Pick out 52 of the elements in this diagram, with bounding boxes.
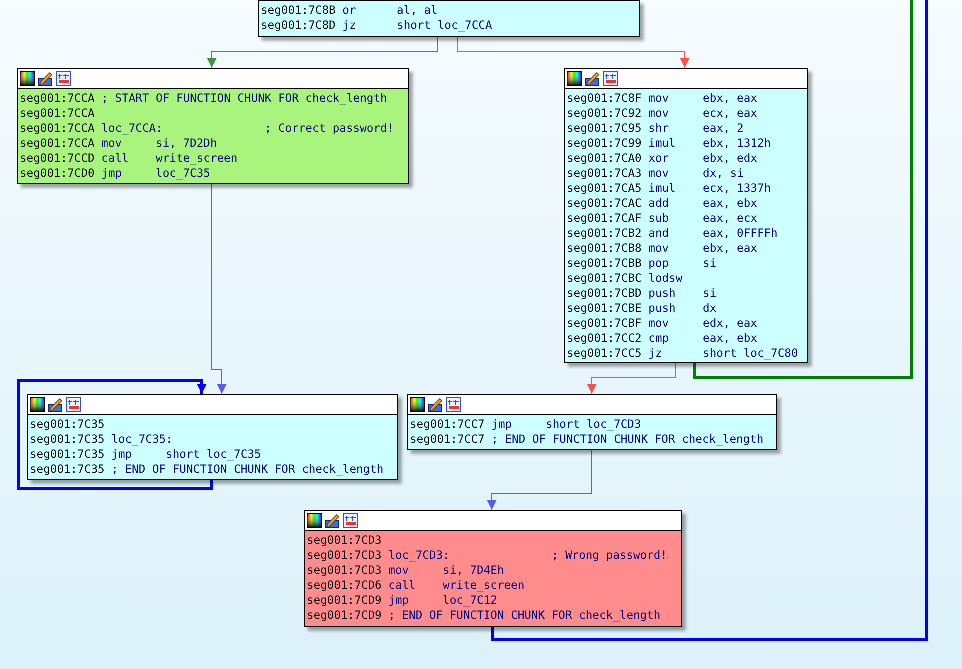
arrow [207,36,438,68]
code-line: seg001:7CA5 imul ecx, 1337h [567,181,772,196]
code-line: seg001:7CBD push si [567,286,717,301]
code-line: seg001:7C92 mov ecx, eax [567,106,758,121]
code-line: seg001:7CD9 ; END OF FUNCTION CHUNK FOR check_length [307,608,661,623]
code-line: seg001:7CA3 mov dx, si [567,166,744,181]
code-block [407,394,777,450]
code-line: seg001:7C35 jmp short loc_7C35 [30,447,262,462]
code-line: seg001:7CBC lodsw [567,271,683,286]
code-line: seg001:7CBE push dx [567,301,717,316]
arrow [587,362,676,394]
code-line: seg001:7CD3 mov si, 7D4Eh [307,563,504,578]
code-line: seg001:7CAC add eax, ebx [567,196,758,211]
code-block [564,68,808,363]
code-line: seg001:7CCA loc_7CCA: ; Correct password! [20,121,394,136]
code-block [258,0,640,37]
code-line: seg001:7CC7 ; END OF FUNCTION CHUNK FOR check_length [410,432,764,447]
code-line: seg001:7C8F mov ebx, eax [567,91,758,106]
code-line: seg001:7C8B or al, al [261,3,438,18]
code-line: seg001:7CA0 xor ebx, edx [567,151,758,166]
code-line: seg001:7C35 loc_7C35: [30,432,173,447]
code-line: seg001:7C99 imul ebx, 1312h [567,136,772,151]
code-line: seg001:7CBB pop si [567,256,717,271]
code-line: seg001:7CC2 cmp eax, ebx [567,331,758,346]
code-line: seg001:7CCA [20,106,95,121]
code-block [304,510,682,627]
code-line: seg001:7CB2 and eax, 0FFFFh [567,226,778,241]
connector-line [694,0,914,380]
arrow [458,36,690,68]
code-line: seg001:7CCA mov si, 7D2Dh [20,136,218,151]
code-line: seg001:7CD9 jmp loc_7C12 [307,593,498,608]
connector-line [492,0,928,642]
code-line: seg001:7CD6 call write_screen [307,578,525,593]
code-line: seg001:7CD3 [307,533,382,548]
code-line: seg001:7C35 [30,417,105,432]
code-line: seg001:7CCD call write_screen [20,151,238,166]
code-line: seg001:7CB8 mov ebx, eax [567,241,758,256]
code-line: seg001:7CC5 jz short loc_7C80 [567,346,798,361]
arrow [212,184,227,394]
arrow [18,380,214,490]
code-block [17,68,409,184]
code-line: seg001:7C95 shr eax, 2 [567,121,744,136]
code-line: seg001:7CCA ; START OF FUNCTION CHUNK FOR check_length [20,91,388,106]
code-line: seg001:7C8D jz short loc_7CCA [261,18,492,33]
code-line: seg001:7CBF mov edx, eax [567,316,758,331]
arrow [487,450,592,510]
code-line: seg001:7C35 ; END OF FUNCTION CHUNK FOR check_length [30,462,384,477]
code-line: seg001:7CD3 loc_7CD3: ; Wrong password! [307,548,668,563]
code-line: seg001:7CAF sub eax, ecx [567,211,758,226]
code-block [27,394,398,480]
code-line: seg001:7CC7 jmp short loc_7CD3 [410,417,642,432]
code-line: seg001:7CD0 jmp loc_7C35 [20,166,210,181]
